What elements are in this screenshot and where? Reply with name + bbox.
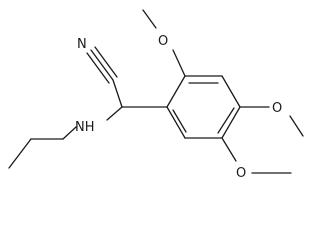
bond-propyl-2	[8, 138, 32, 169]
bond-ring-methoxy-bottom	[221, 137, 237, 162]
nitrile-triple-bond	[86, 46, 118, 84]
bond-alpha-nh	[106, 106, 123, 121]
bond-methoxy-right-methyl	[289, 115, 304, 137]
benzene-ring	[166, 75, 241, 139]
bond-ring-methoxy-top	[172, 49, 186, 77]
bond-methoxy-top-methyl	[142, 9, 157, 29]
atom-label-amine-nh: NH	[75, 120, 95, 135]
atom-label-nitrile-n: N	[77, 37, 87, 52]
atom-label-methoxy-right-o: O	[272, 101, 282, 116]
bond-nh-propyl	[62, 126, 77, 140]
bond-nitrile-alpha	[112, 79, 123, 108]
atom-label-methoxy-top-o: O	[158, 34, 168, 49]
atom-label-methoxy-bottom-o: O	[236, 166, 246, 181]
chemical-structure-diagram: N NH O O O	[8, 9, 304, 181]
